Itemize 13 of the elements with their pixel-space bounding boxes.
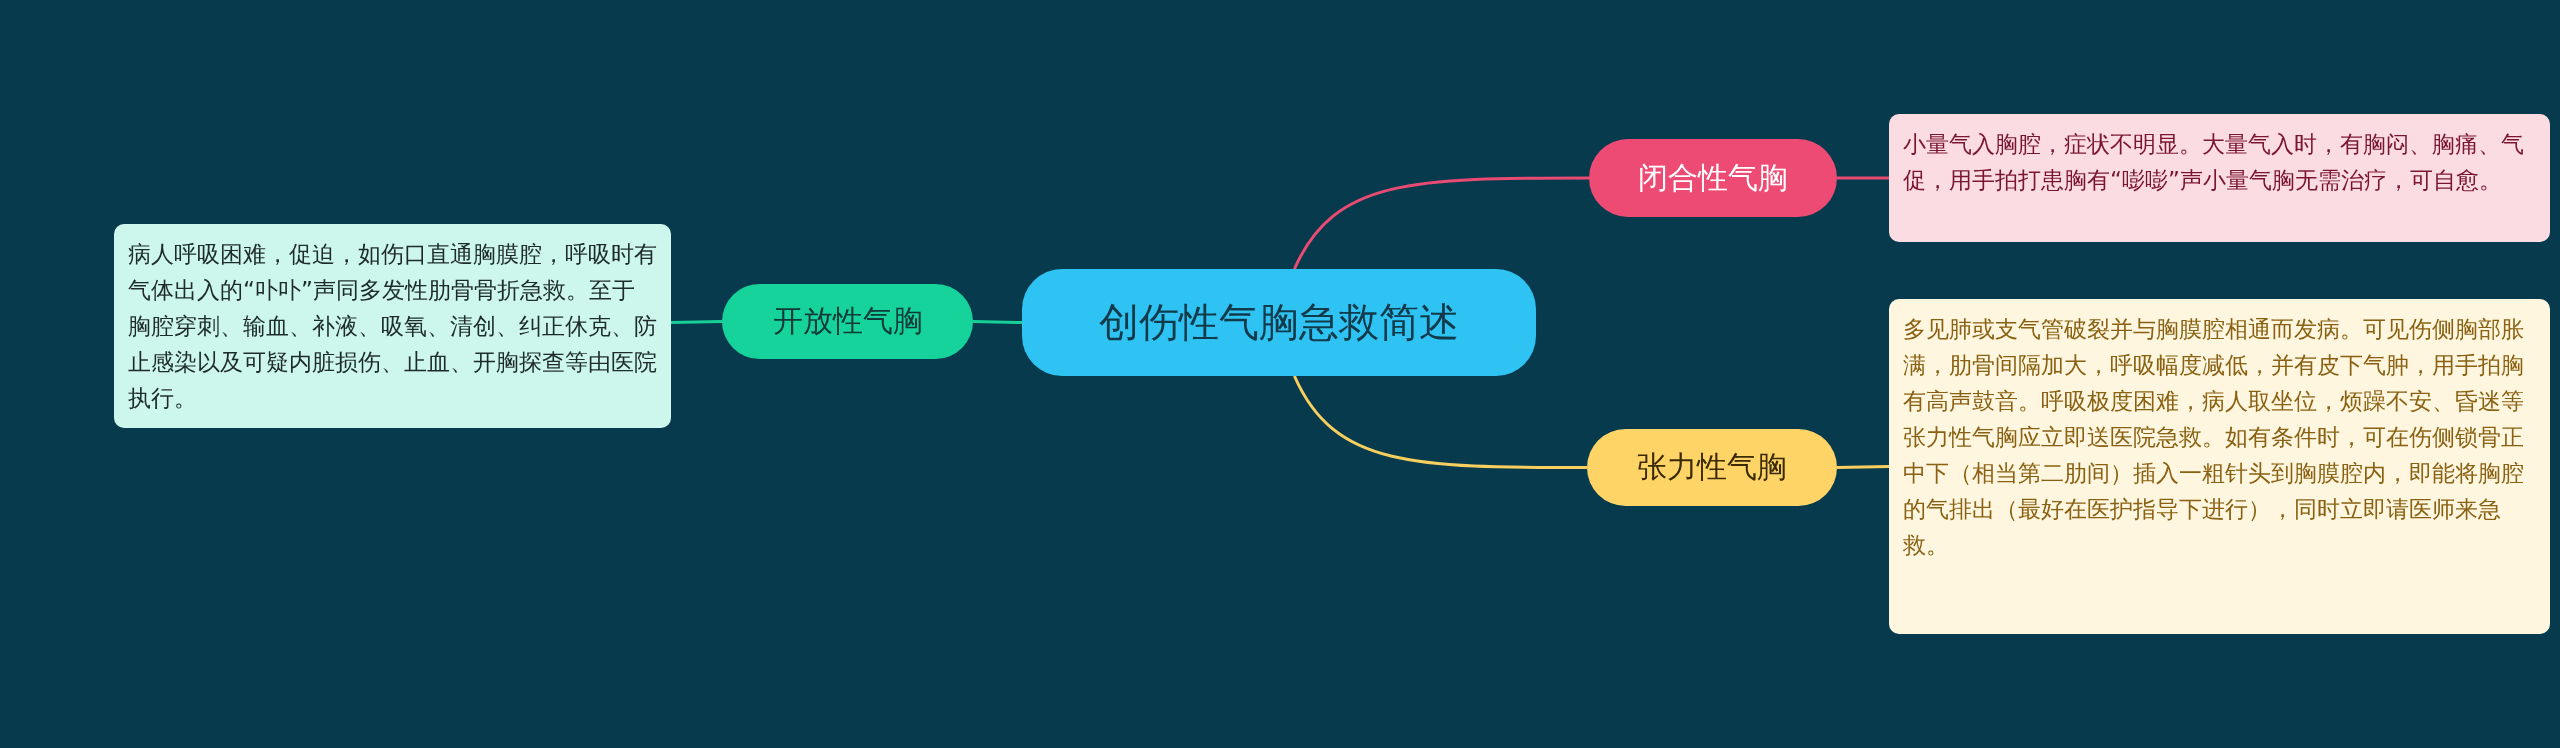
branch-box: 闭合性气胸	[1589, 139, 1837, 217]
connector-line	[1293, 375, 1587, 469]
connector-line	[1836, 465, 1890, 469]
branch-box: 张力性气胸	[1587, 429, 1837, 506]
connector-line	[1293, 176, 1589, 270]
connector-line	[1837, 176, 1889, 180]
note-box: 病人呼吸困难，促迫，如伤口直通胸膜腔，呼吸时有气体出入的“卟卟”声同多发性肋骨骨折急救。至于胸腔穿刺、输血、补液、吸氧、清创、纠正休克、防止感染以及可疑内脏损伤、止血、开胸探查等由医院执行。	[114, 224, 671, 428]
connector-line	[670, 320, 723, 324]
topic-box: 创伤性气胸急救简述	[1022, 269, 1536, 376]
note-box: 多见肺或支气管破裂并与胸膜腔相通而发病。可见伤侧胸部胀满，肋骨间隔加大，呼吸幅度减低，并有皮下气肿，用手拍胸有高声鼓音。呼吸极度困难，病人取坐位，烦躁不安、昏迷等张力性气胸应立即送医院急救。如有条件时，可在伤侧锁骨正中下（相当第二肋间）插入一粗针头到胸膜腔内，即能将胸腔的气排出（最好在医护指导下进行），同时立即请医师来急救。	[1889, 299, 2550, 634]
connector-line	[972, 320, 1023, 324]
note-box: 小量气入胸腔，症状不明显。大量气入时，有胸闷、胸痛、气促，用手拍打患胸有“嘭嘭”声小量气胸无需治疗，可自愈。	[1889, 114, 2550, 242]
branch-box: 开放性气胸	[722, 284, 973, 359]
